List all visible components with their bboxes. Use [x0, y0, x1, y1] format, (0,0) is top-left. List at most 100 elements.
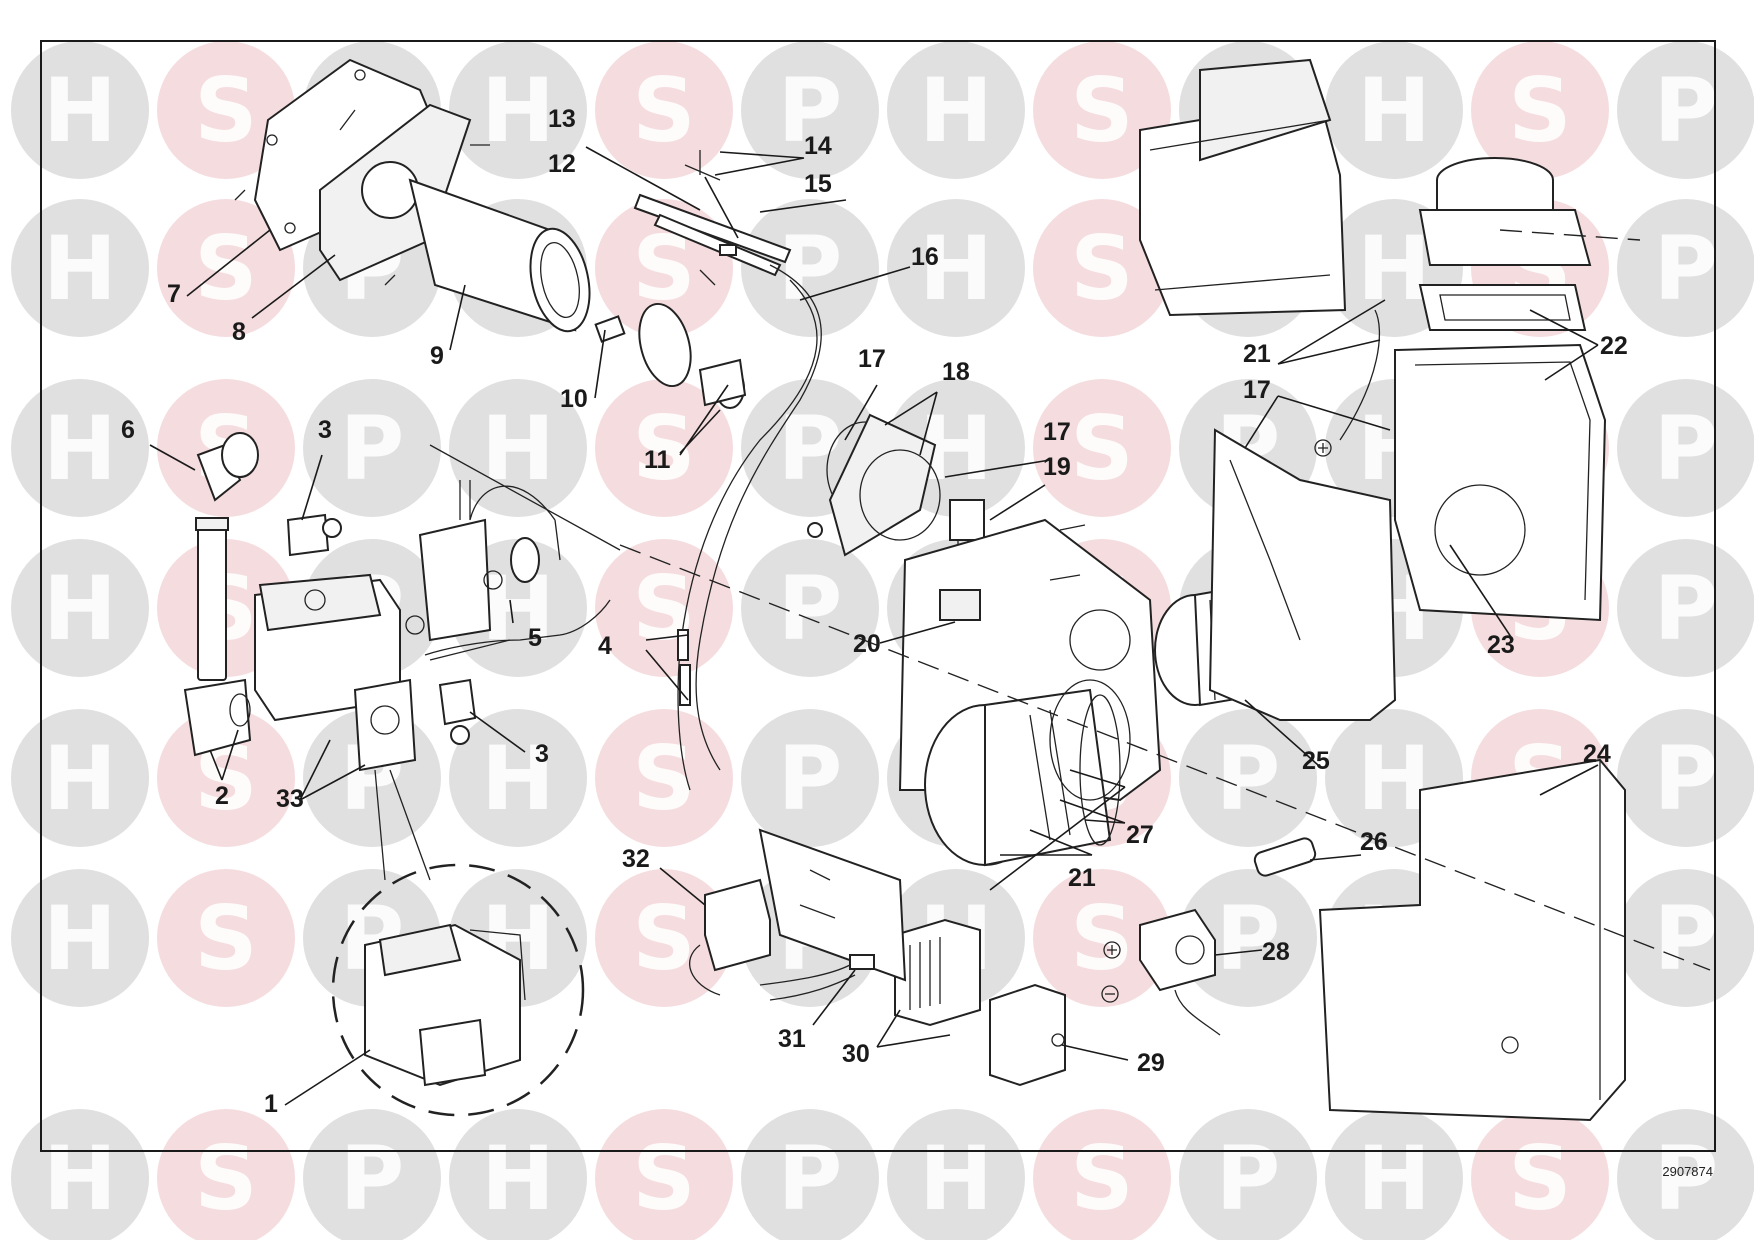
watermark-letter: P — [778, 59, 843, 162]
watermark-letter: P — [1216, 1127, 1281, 1230]
watermark-letter: H — [1357, 1127, 1431, 1230]
flame-sensor — [1253, 837, 1317, 877]
watermark-letter: S — [1070, 887, 1133, 990]
callout-9: 9 — [430, 342, 444, 370]
watermark-circle — [11, 379, 149, 517]
callout-21-top: 21 — [1243, 340, 1271, 368]
air-intake-housing — [1208, 428, 1397, 721]
watermark-letter: S — [1070, 1127, 1133, 1230]
watermark-letter: P — [1654, 887, 1719, 990]
watermark-circle — [595, 41, 733, 179]
watermark-circle — [741, 199, 879, 337]
watermark-circle — [157, 199, 295, 337]
watermark-letter: H — [43, 59, 117, 162]
callout-8: 8 — [232, 318, 246, 346]
watermark-circle — [1325, 41, 1463, 179]
watermark-letter: H — [481, 1127, 555, 1230]
gasket-ring-set — [807, 413, 941, 557]
callout-17-mid: 17 — [1043, 418, 1071, 446]
pressure-hose — [1339, 309, 1381, 441]
watermark-letter: H — [919, 217, 993, 320]
drawing-frame — [40, 40, 1716, 1152]
capacitor — [1139, 908, 1221, 1036]
detail-leader — [374, 769, 431, 881]
pressure-switch-block — [353, 678, 417, 772]
callout-18: 18 — [942, 358, 970, 386]
air-damper-box — [1139, 58, 1347, 317]
watermark-circle — [595, 869, 733, 1007]
watermark-circle — [11, 709, 149, 847]
watermark-circle — [741, 1109, 879, 1240]
watermark-letter: H — [43, 557, 117, 660]
gas-inlet-fitting — [183, 678, 252, 757]
drawing-reference-number: 2907874 — [1662, 1164, 1713, 1179]
watermark-letter: P — [778, 397, 843, 500]
watermark-letter: S — [1070, 59, 1133, 162]
watermark-letter: H — [43, 1127, 117, 1230]
callout-22: 22 — [1600, 332, 1628, 360]
ignition-cable-b — [677, 279, 818, 791]
fan-motor — [924, 679, 1131, 867]
watermark-letter: H — [43, 887, 117, 990]
watermark-circle — [11, 199, 149, 337]
watermark-circle — [595, 379, 733, 517]
watermark-circle — [1033, 379, 1171, 517]
watermark-circle — [157, 41, 295, 179]
watermark-letter: S — [632, 1127, 695, 1230]
watermark-letter: P — [1654, 727, 1719, 830]
watermark-letter: H — [481, 59, 555, 162]
watermark-letter: P — [1654, 397, 1719, 500]
watermark-letter: S — [1508, 1127, 1571, 1230]
watermark-letter: S — [1070, 397, 1133, 500]
watermark-letter: P — [1654, 59, 1719, 162]
callout-16: 16 — [911, 243, 939, 271]
assembly-axis — [1499, 229, 1641, 241]
watermark-circle — [11, 869, 149, 1007]
watermark-letter: P — [1216, 727, 1281, 830]
callout-12: 12 — [548, 150, 576, 178]
cable-connector — [677, 629, 689, 661]
watermark-circle — [1033, 1109, 1171, 1240]
watermark-letter: S — [194, 1127, 257, 1230]
callout-3-top: 3 — [318, 416, 332, 444]
watermark-circle — [11, 1109, 149, 1240]
ignition-transformer — [689, 878, 771, 996]
gas-train-adapter — [405, 480, 561, 642]
watermark-circle — [741, 539, 879, 677]
parts-layer — [183, 58, 1711, 1122]
watermark-letter: H — [43, 727, 117, 830]
callout-27: 27 — [1126, 821, 1154, 849]
watermark-letter: P — [778, 557, 843, 660]
detail-valve — [364, 923, 526, 1087]
solenoid-coil-top — [286, 513, 342, 557]
watermark-letter: S — [1070, 217, 1133, 320]
callout-29: 29 — [1137, 1049, 1165, 1077]
watermark-letter: P — [1216, 887, 1281, 990]
adapter-brace — [424, 599, 611, 656]
callout-17-left: 17 — [858, 345, 886, 373]
watermark-circle — [449, 709, 587, 847]
watermark-letter: P — [1654, 1127, 1719, 1230]
callout-1: 1 — [264, 1090, 278, 1118]
watermark-circle — [1325, 1109, 1463, 1240]
callout-13: 13 — [548, 105, 576, 133]
watermark-letter: P — [340, 1127, 405, 1230]
ignition-cable-a — [695, 264, 822, 771]
callout-4: 4 — [598, 632, 612, 660]
watermark-circle — [1617, 709, 1754, 847]
callout-21-bottom: 21 — [1068, 864, 1096, 892]
watermark-letter: S — [632, 59, 695, 162]
callout-23: 23 — [1487, 631, 1515, 659]
watermark-letter: H — [43, 217, 117, 320]
watermark-letter: P — [340, 397, 405, 500]
gas-elbow — [196, 432, 259, 502]
watermark-circle — [1471, 1109, 1609, 1240]
watermark-letter: S — [1508, 59, 1571, 162]
callout-25: 25 — [1302, 747, 1330, 775]
watermark-circle — [1617, 869, 1754, 1007]
watermark-letter: H — [919, 1127, 993, 1230]
gas-pipe — [195, 517, 229, 681]
leader-lines — [149, 146, 1599, 1106]
watermark-circle — [303, 1109, 441, 1240]
watermark-circle — [157, 1109, 295, 1240]
